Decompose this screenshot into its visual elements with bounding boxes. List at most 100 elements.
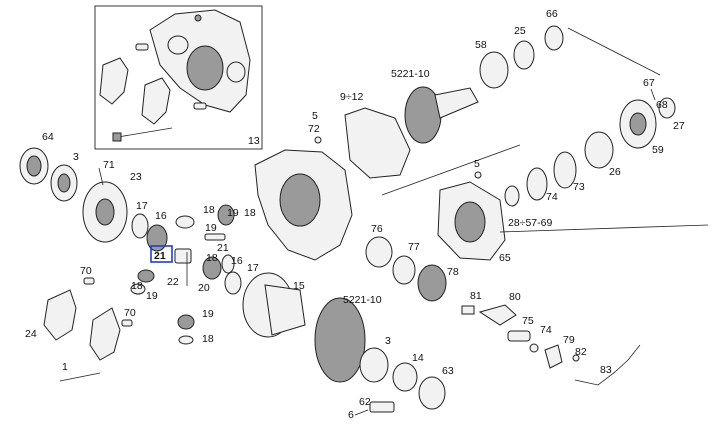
washer-16-lower [221,254,235,274]
label-65: 65 [499,252,511,264]
pin-21-right [204,233,226,241]
label-68: 68 [656,99,668,111]
gear-78 [417,264,447,302]
gear-19-top [217,204,235,226]
washer-82 [572,354,580,362]
gear-18-lower [130,283,146,295]
label-67: 67 [643,77,655,89]
label-79: 79 [563,334,575,346]
bearing-58 [479,51,509,89]
label-18: 18 [203,204,215,216]
axle-housing [254,149,353,261]
cap-24-left [43,289,77,341]
label-19: 19 [202,308,214,320]
label-64: 64 [42,131,54,143]
flange-59 [619,99,657,149]
sensor-83 [574,344,641,386]
label-80: 80 [509,291,521,303]
label-18: 18 [131,280,143,292]
label-62: 62 [359,396,371,408]
bolt-67 [650,88,656,101]
ring-77 [392,255,416,285]
label-66: 66 [546,8,558,20]
label-77: 77 [408,241,420,253]
crown-wheel [314,297,366,383]
clip-79 [544,344,563,369]
label-58: 58 [475,39,487,51]
label-21-highlighted: 21 [154,250,166,262]
gear-19-lower [137,269,155,283]
label-71: 71 [103,159,115,171]
block-21 [174,248,192,264]
leader-66 [567,27,661,76]
label-19: 19 [205,222,217,234]
seal-66 [544,25,564,51]
ring-74-small [529,343,539,353]
gear-20 [202,256,222,280]
label-83: 83 [600,364,612,376]
label-59: 59 [652,144,664,156]
label-78: 78 [447,266,459,278]
highlighted-part-21[interactable]: 21 [150,245,173,263]
label-26: 26 [609,166,621,178]
label-3: 3 [73,151,79,163]
label-3: 3 [385,335,391,347]
label-73: 73 [573,181,585,193]
washer-17-lower [224,271,242,295]
ring-25 [513,40,535,70]
carrier-23 [82,181,128,243]
label-27: 27 [673,120,685,132]
gear-16 [146,224,168,252]
ring-14 [392,362,418,392]
inset-frame [94,5,263,150]
gear-18-top [175,215,195,229]
label-5221-10: 5221-10 [391,68,430,80]
label-72: 72 [308,123,320,135]
label-17: 17 [136,200,148,212]
bolt-6 [354,409,369,416]
bearing-3-lower [359,347,389,383]
shaft-75 [507,330,531,342]
washer-17 [131,213,149,239]
leader-frame [381,144,521,196]
label-6: 6 [348,409,354,421]
label-74: 74 [540,324,552,336]
gear-19-bottom [177,314,195,330]
leader-frame-lower [499,224,709,233]
label-63: 63 [442,365,454,377]
bolt-5-right [474,171,482,179]
label-22: 22 [167,276,179,288]
label-81: 81 [470,290,482,302]
label-5: 5 [312,110,318,122]
label-20: 20 [198,282,210,294]
bolt-71 [98,167,104,186]
label-14: 14 [412,352,424,364]
label-19: 19 [227,207,239,219]
nut-76 [365,236,393,268]
bearing-64 [19,147,49,185]
gear-18-bottom [178,335,194,345]
label-15: 15 [293,280,305,292]
label-28-57-69: 28÷57-69 [508,217,552,229]
pinion-gear [404,86,479,144]
label-18: 18 [206,252,218,264]
bracket-62 [369,401,395,413]
pin-70-right [121,319,133,327]
label-21: 21 [217,242,229,254]
label-70: 70 [80,265,92,277]
inset-bolt [112,127,173,142]
label-75: 75 [522,315,534,327]
label-16: 16 [231,255,243,267]
label-19: 19 [146,290,158,302]
ring-3-left [50,164,78,202]
label-9-12: 9÷12 [340,91,363,103]
label-5: 5 [474,158,480,170]
label-74: 74 [546,191,558,203]
bolt-1 [59,372,101,382]
label-76: 76 [371,223,383,235]
cap-24-right [89,307,121,361]
label-23: 23 [130,171,142,183]
label-82: 82 [575,346,587,358]
pin-70-left [83,277,95,285]
